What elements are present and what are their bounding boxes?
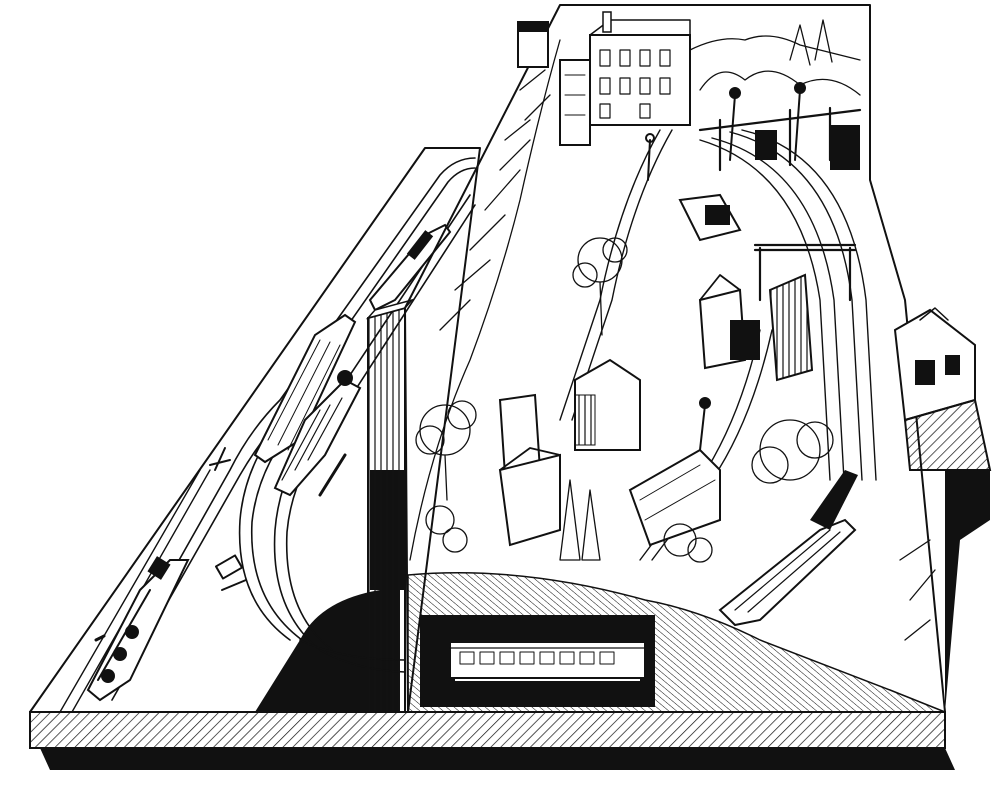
central-buildings bbox=[498, 193, 742, 547]
station-building bbox=[698, 273, 814, 382]
freight-train bbox=[273, 370, 362, 497]
siding-track bbox=[59, 469, 211, 713]
baseboard-front-edge bbox=[29, 711, 946, 749]
town-buildings bbox=[517, 11, 691, 146]
steam-locomotive bbox=[86, 556, 190, 702]
hillside bbox=[409, 39, 561, 561]
baseboard bbox=[29, 147, 990, 770]
lower-level bbox=[59, 157, 476, 713]
baseboard-shadow bbox=[40, 748, 955, 770]
upper-level bbox=[404, 4, 946, 713]
signal-box-building bbox=[893, 307, 992, 471]
passenger-cars bbox=[253, 223, 452, 464]
track-signals bbox=[209, 447, 247, 591]
ramp-train bbox=[718, 470, 858, 627]
overhead-gantry bbox=[698, 106, 862, 302]
support-wall bbox=[365, 298, 415, 713]
tunnel-portal bbox=[755, 125, 860, 170]
tunnel-cutaway bbox=[407, 572, 946, 713]
signal-posts bbox=[645, 82, 806, 451]
mountain-backdrop bbox=[689, 19, 861, 96]
trees bbox=[415, 237, 936, 641]
coach-in-tunnel bbox=[449, 641, 646, 681]
